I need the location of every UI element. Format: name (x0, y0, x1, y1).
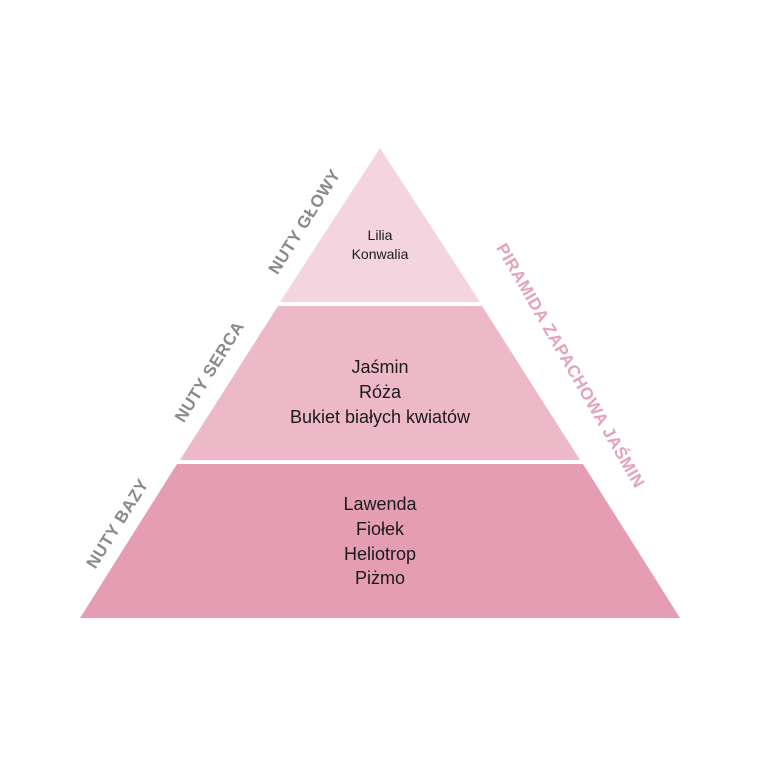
note-item: Konwalia (351, 246, 409, 263)
tier-top-notes: Lilia Konwalia (180, 226, 580, 265)
note-item: Róża (358, 381, 402, 402)
tier-bottom-notes: Lawenda Fiołek Heliotrop Piżmo (180, 492, 580, 591)
note-item: Piżmo (354, 568, 405, 589)
note-item: Bukiet białych kwiatów (289, 406, 471, 427)
note-item: Jaśmin (351, 357, 409, 377)
pyramid-tier-top (280, 148, 480, 302)
tier-middle-notes: Jaśmin Róża Bukiet białych kwiatów (180, 355, 580, 429)
pyramid-tier-bottom (80, 464, 680, 618)
pyramid-tier-middle (180, 306, 580, 460)
note-item: Fiołek (355, 518, 404, 539)
note-item: Lilia (367, 227, 393, 243)
note-item: Heliotrop (343, 543, 417, 564)
note-item: Lawenda (343, 494, 417, 514)
